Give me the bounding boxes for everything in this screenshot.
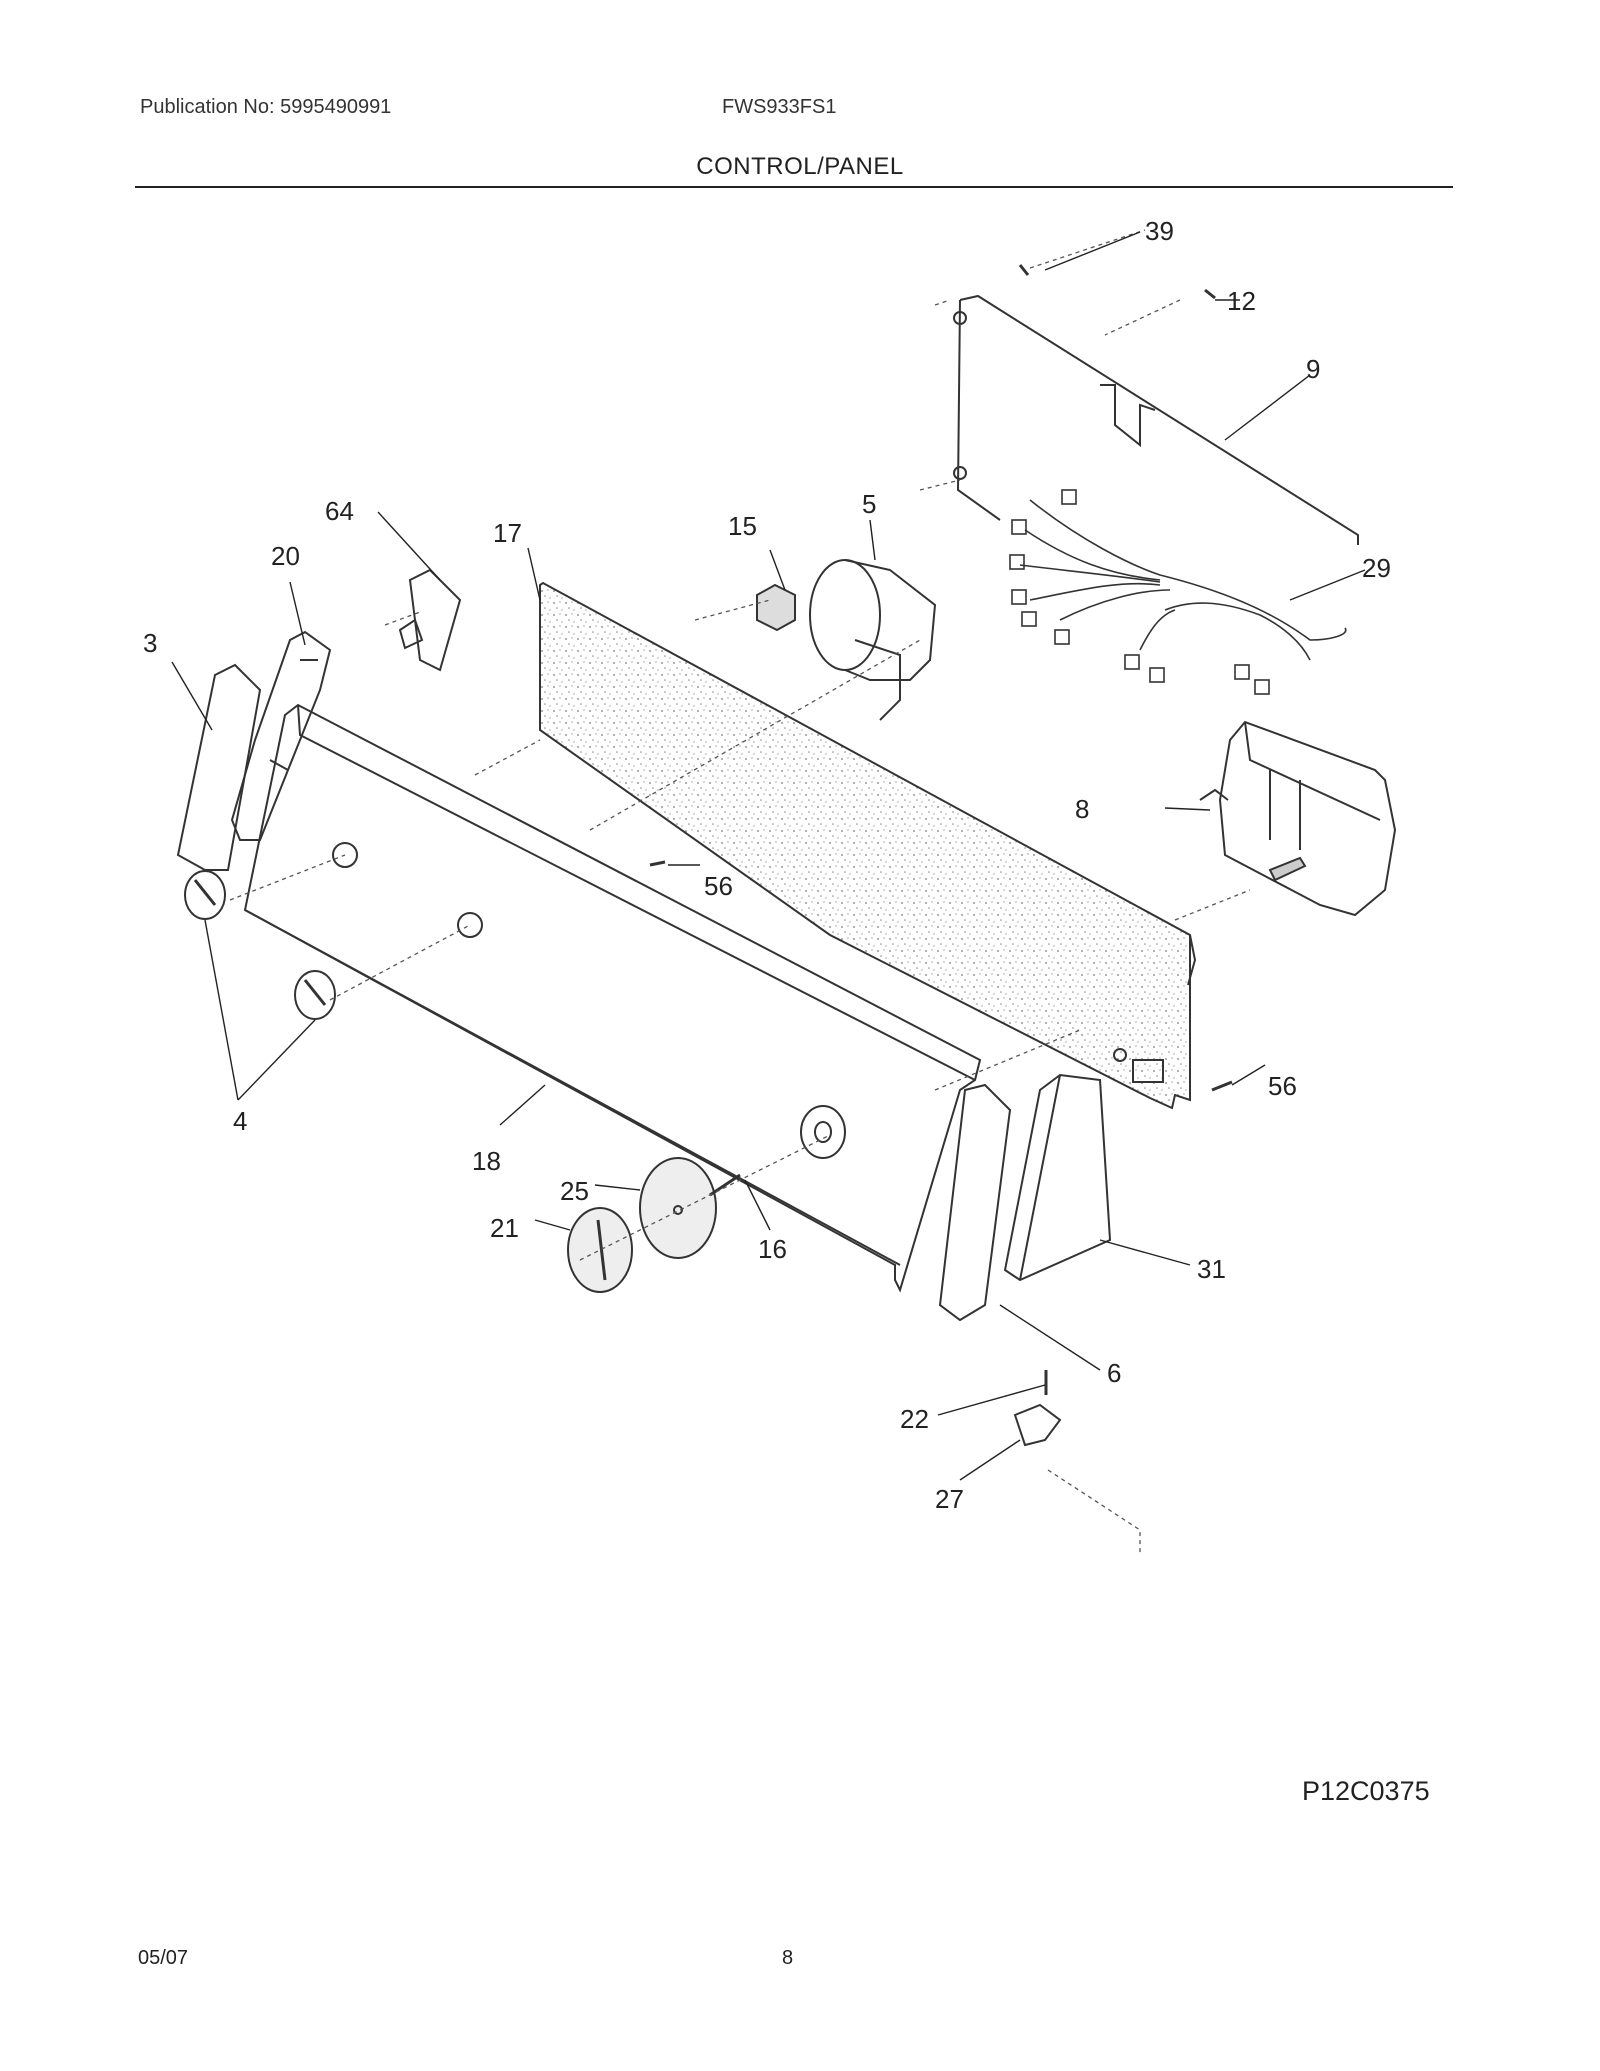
callout-21: 21 (490, 1213, 519, 1243)
callout-56-right: 56 (1268, 1071, 1297, 1101)
callout-64: 64 (325, 496, 354, 526)
callout-5: 5 (862, 489, 876, 519)
part-31-end-cap (1003, 1073, 1112, 1282)
part-27-clip (1013, 1403, 1062, 1447)
part-9-rear-panel (953, 264, 1359, 545)
drawing-code: P12C0375 (1302, 1776, 1430, 1806)
leader-lines (171, 231, 1366, 1481)
header-rule (135, 186, 1453, 188)
page-number: 8 (782, 1947, 794, 1969)
part-56-screws (649, 860, 1233, 1092)
part-16-pin (709, 1173, 741, 1197)
alignment-lines (229, 229, 1251, 1555)
callout-27: 27 (935, 1484, 964, 1514)
part-64-bracket (398, 568, 462, 672)
callout-18: 18 (472, 1146, 501, 1176)
part-29-wire-harness (1009, 489, 1347, 695)
part-15-switch (756, 583, 796, 632)
callout-25: 25 (560, 1176, 589, 1206)
callout-20: 20 (271, 541, 300, 571)
part-25-dial (639, 1157, 717, 1259)
part-18-console (243, 703, 982, 1293)
part-21-knob (567, 1207, 633, 1293)
callout-4: 4 (233, 1106, 247, 1136)
callout-17: 17 (493, 518, 522, 548)
publication-number: Publication No: 5995490991 (140, 96, 392, 118)
callout-8: 8 (1075, 794, 1089, 824)
callout-31: 31 (1197, 1254, 1226, 1284)
callout-56: 56 (704, 871, 733, 901)
callout-16: 16 (758, 1234, 787, 1264)
part-6-trim (938, 1083, 1012, 1322)
callout-39: 39 (1145, 216, 1174, 246)
section-title: CONTROL/PANEL (696, 153, 904, 180)
part-4-knobs (184, 870, 336, 1020)
callout-22: 22 (900, 1404, 929, 1434)
callout-6: 6 (1107, 1358, 1121, 1388)
callout-3: 3 (143, 628, 157, 658)
part-5-motor (809, 559, 937, 721)
callout-29: 29 (1362, 553, 1391, 583)
part-17-rear-panel (539, 581, 1197, 1110)
callout-12: 12 (1227, 286, 1256, 316)
callout-15: 15 (728, 511, 757, 541)
part-8-timer (1199, 720, 1397, 917)
model-number: FWS933FS1 (722, 96, 837, 118)
revision-date: 05/07 (138, 1947, 189, 1969)
part-3-end-cap (176, 663, 262, 871)
callout-9: 9 (1306, 354, 1320, 384)
callout-labels: 39 12 9 64 17 15 5 29 20 3 8 56 56 4 18 … (143, 216, 1391, 1514)
